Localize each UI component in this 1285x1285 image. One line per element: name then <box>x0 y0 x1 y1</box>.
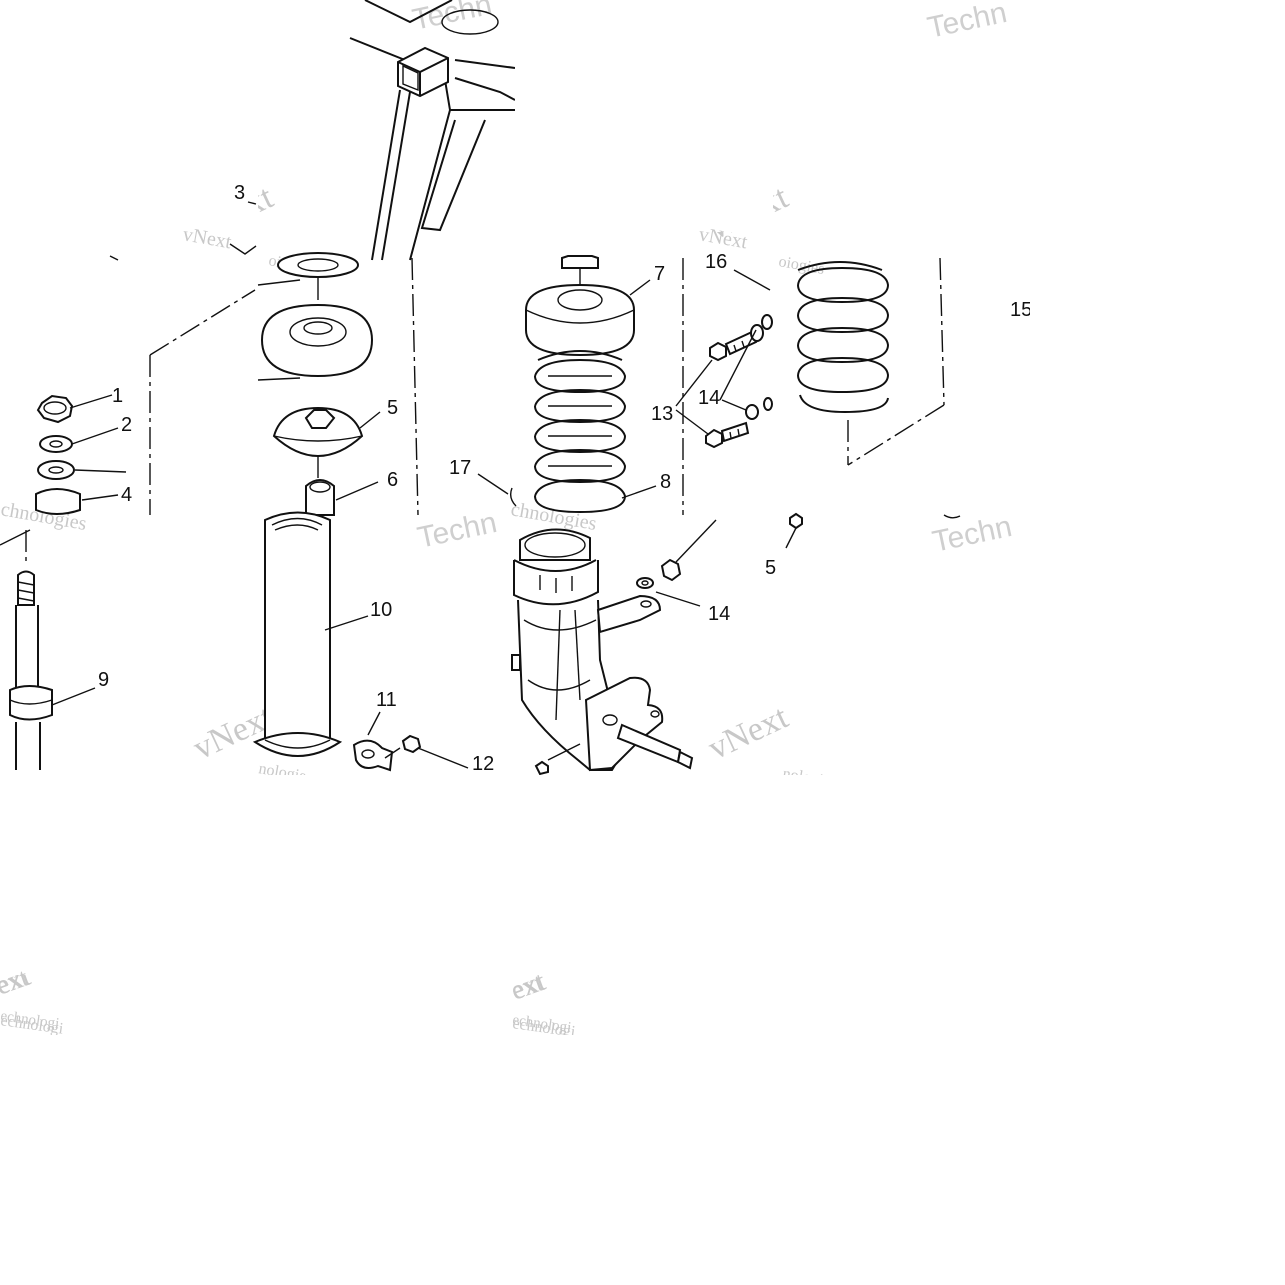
frame-bracket <box>349 0 516 261</box>
shaft-top-6 <box>305 479 335 516</box>
strut-housing <box>511 528 694 776</box>
right-assembly <box>675 257 961 549</box>
watermark-text: Techn <box>415 506 500 555</box>
shock-assembly <box>252 252 469 772</box>
spring-assembly <box>477 255 717 776</box>
watermark-text: Techn <box>925 0 1010 45</box>
callout-9: 9 <box>98 669 109 691</box>
shock-body-10 <box>264 511 331 741</box>
callout-16: 16 <box>705 251 727 273</box>
callout-10: 10 <box>370 599 392 621</box>
callout-12: 12 <box>472 753 494 775</box>
callout-17: 17 <box>449 457 471 479</box>
callout-13: 13 <box>651 403 673 425</box>
nut-14-lower <box>660 558 682 582</box>
callout-14: 14 <box>708 603 730 625</box>
callout-3: 3 <box>234 182 245 204</box>
coil-spring-8 <box>534 350 627 514</box>
left-assembly <box>0 255 256 770</box>
callout-14: 14 <box>698 387 720 409</box>
nut-12 <box>401 734 422 754</box>
callout-1: 1 <box>112 385 123 407</box>
callout-8: 8 <box>660 471 671 493</box>
callout-6: 6 <box>387 469 398 491</box>
callout-15: 15 <box>1010 299 1032 321</box>
coil-spring-15 <box>797 261 890 414</box>
callout-4: 4 <box>121 484 132 506</box>
callout-5: 5 <box>765 557 776 579</box>
callout-2: 2 <box>121 414 132 436</box>
callout-5: 5 <box>387 397 398 419</box>
nut-1 <box>36 394 74 424</box>
washer-2 <box>39 435 73 453</box>
watermark-text: oiogies <box>777 253 825 278</box>
callout-11: 11 <box>376 689 397 711</box>
callout-7: 7 <box>654 263 665 285</box>
spring-seat-7 <box>525 283 635 357</box>
shaft-9 <box>17 570 35 606</box>
